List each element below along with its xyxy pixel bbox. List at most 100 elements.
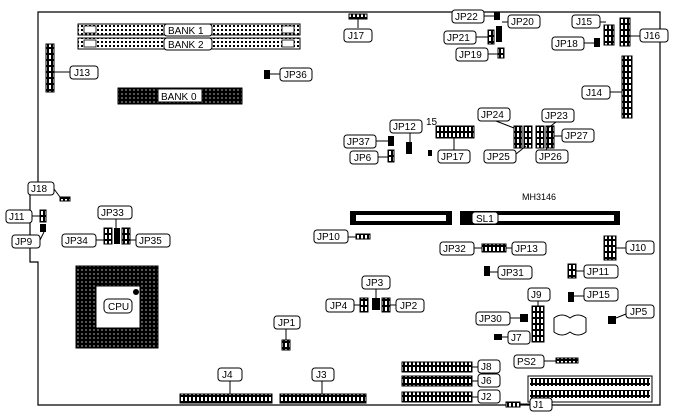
- jp32-label: JP32: [443, 244, 466, 255]
- jp1-label: JP1: [278, 318, 296, 329]
- jp4-jumper: [359, 297, 369, 313]
- jp13-label: JP13: [515, 244, 538, 255]
- j7-header: [494, 334, 502, 340]
- jp10-label: JP10: [317, 232, 340, 243]
- j13-header: [45, 43, 55, 93]
- jp3-jumper: [372, 298, 380, 310]
- j1-label: J1: [533, 400, 544, 411]
- pin-15-label: 15: [426, 117, 438, 128]
- jp23-label: JP23: [545, 111, 568, 122]
- bank1-label-box: [163, 23, 213, 37]
- j11-header: [39, 209, 47, 223]
- battery-outline: [553, 314, 587, 336]
- bank2-label-box: [163, 37, 213, 51]
- j18-label: J18: [31, 184, 48, 195]
- jp22-jumper: [494, 12, 500, 20]
- j7-label: J7: [511, 333, 522, 344]
- jp19-label: JP19: [459, 50, 482, 61]
- jp35-label: JP35: [139, 236, 162, 247]
- jp9-label: JP9: [15, 237, 33, 248]
- j10-label: J10: [630, 243, 647, 254]
- jp6-label: JP6: [354, 153, 372, 164]
- jp34-jumper: [103, 227, 113, 245]
- jp12-label: JP12: [393, 122, 416, 133]
- jp27-label: JP27: [565, 131, 588, 142]
- j3-header: [279, 393, 367, 404]
- jp21-label: JP21: [447, 33, 470, 44]
- j15-label: J15: [576, 17, 593, 28]
- jp20-jumper: [496, 26, 502, 42]
- jp17-label: JP17: [441, 152, 464, 163]
- jp33-label: JP33: [101, 208, 124, 219]
- j14-header: [621, 55, 633, 119]
- cpu-label: CPU: [108, 302, 129, 313]
- j13-label: J13: [74, 68, 91, 79]
- j6-label: J6: [481, 376, 492, 387]
- jp36-jumper: [264, 70, 270, 79]
- jp37-label: JP37: [347, 137, 370, 148]
- jp31-jumper: [484, 266, 490, 276]
- j18-header: [59, 196, 71, 202]
- jp5-jumper: [608, 316, 616, 324]
- j15-header: [603, 24, 615, 46]
- jp32-jumper: [481, 243, 507, 253]
- jp4-label: JP4: [330, 301, 348, 312]
- jp33-jumper: [114, 228, 120, 244]
- j4-label: J4: [222, 370, 233, 381]
- jp6-jumper: [387, 149, 395, 163]
- jp12-jumper: [406, 142, 412, 154]
- model-number: MH3146: [522, 192, 556, 202]
- jp24-jumper: [513, 125, 523, 149]
- jp30-jumper: [520, 314, 528, 322]
- sl1-label: SL1: [476, 214, 494, 225]
- jp11-label: JP11: [587, 267, 609, 278]
- jp26-label: JP26: [539, 152, 562, 163]
- j8-header: [401, 361, 473, 373]
- ps2-label: PS2: [517, 357, 536, 368]
- jp11-jumper: [567, 263, 577, 279]
- jp19-jumper: [497, 47, 505, 59]
- jp26-jumper: [545, 125, 555, 149]
- j2-label: J2: [481, 392, 492, 403]
- jp30-label: JP30: [479, 314, 502, 325]
- jp18-jumper: [594, 38, 600, 47]
- j9-header: [531, 305, 545, 343]
- ps2-header: [555, 357, 579, 364]
- j9-label: J9: [531, 290, 542, 301]
- j6-header: [401, 375, 473, 387]
- jp1-jumper: [281, 339, 291, 351]
- j16-header: [619, 17, 631, 47]
- jp24-label: JP24: [481, 110, 504, 121]
- jp36-label: JP36: [284, 70, 307, 81]
- jp9-jumper: [40, 224, 46, 232]
- jp31-label: JP31: [501, 268, 524, 279]
- jp15-jumper: [568, 292, 574, 302]
- jp21-jumper: [487, 29, 495, 45]
- bank1-label: BANK 1: [168, 26, 204, 37]
- j3-label: J3: [316, 370, 327, 381]
- j17-header: [348, 13, 368, 20]
- jp22-label: JP22: [455, 12, 478, 23]
- jp23-jumper: [535, 125, 545, 149]
- jp25-jumper: [523, 125, 533, 149]
- j4-header: [179, 393, 273, 404]
- j1-header: [505, 401, 521, 408]
- bank2-label: BANK 2: [168, 40, 204, 51]
- jp5-label: JP5: [630, 307, 648, 318]
- jp2-label: JP2: [400, 301, 418, 312]
- jp17-header: [435, 125, 475, 139]
- j2-header: [401, 391, 473, 403]
- jp2-jumper: [381, 297, 391, 313]
- j8-label: J8: [481, 362, 492, 373]
- j14-label: J14: [586, 88, 603, 99]
- jp3-label: JP3: [366, 278, 384, 289]
- j10-header: [603, 235, 617, 261]
- jp34-label: JP34: [65, 236, 88, 247]
- jp20-label: JP20: [511, 17, 534, 28]
- j16-label: J16: [644, 31, 661, 42]
- jp25-label: JP25: [487, 152, 510, 163]
- bank0-label: BANK 0: [161, 92, 197, 103]
- jp37-jumper: [388, 136, 394, 146]
